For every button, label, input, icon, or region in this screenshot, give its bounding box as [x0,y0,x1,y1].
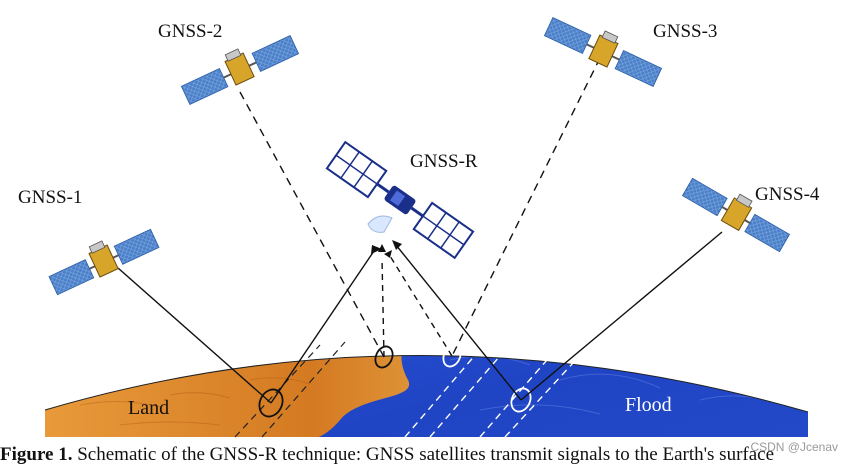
satellite-gnss4 [681,177,791,253]
watermark: CSDN @Jcenav [750,440,838,454]
incident-signals [117,57,723,404]
satellite-gnss3 [543,17,663,87]
label-gnss4: GNSS-4 [755,184,820,205]
label-gnssr: GNSS-R [410,151,478,172]
footprint-flood-1 [442,344,462,368]
footprint-flood-2 [510,387,532,413]
gnssr-antenna [367,215,393,233]
caption-prefix: Figure 1. [0,444,73,465]
figure-caption: Figure 1. Schematic of the GNSS-R techni… [0,444,850,469]
arrowheads [371,240,402,258]
footprint-land-2 [374,345,394,369]
satellite-gnssr [325,140,475,260]
label-gnss1: GNSS-1 [18,187,82,208]
earth-surface [44,355,809,437]
caption-text: Schematic of the GNSS-R technique: GNSS … [72,444,775,465]
satellite-gnss1 [48,228,160,296]
reflected-signals [270,244,522,404]
label-land: Land [128,397,169,419]
footprint-land-1 [258,388,284,418]
satellite-gnss2 [180,35,300,105]
label-flood: Flood [625,394,672,416]
label-gnss2: GNSS-2 [158,21,222,42]
label-gnss3: GNSS-3 [653,21,717,42]
flood-area [318,355,808,437]
